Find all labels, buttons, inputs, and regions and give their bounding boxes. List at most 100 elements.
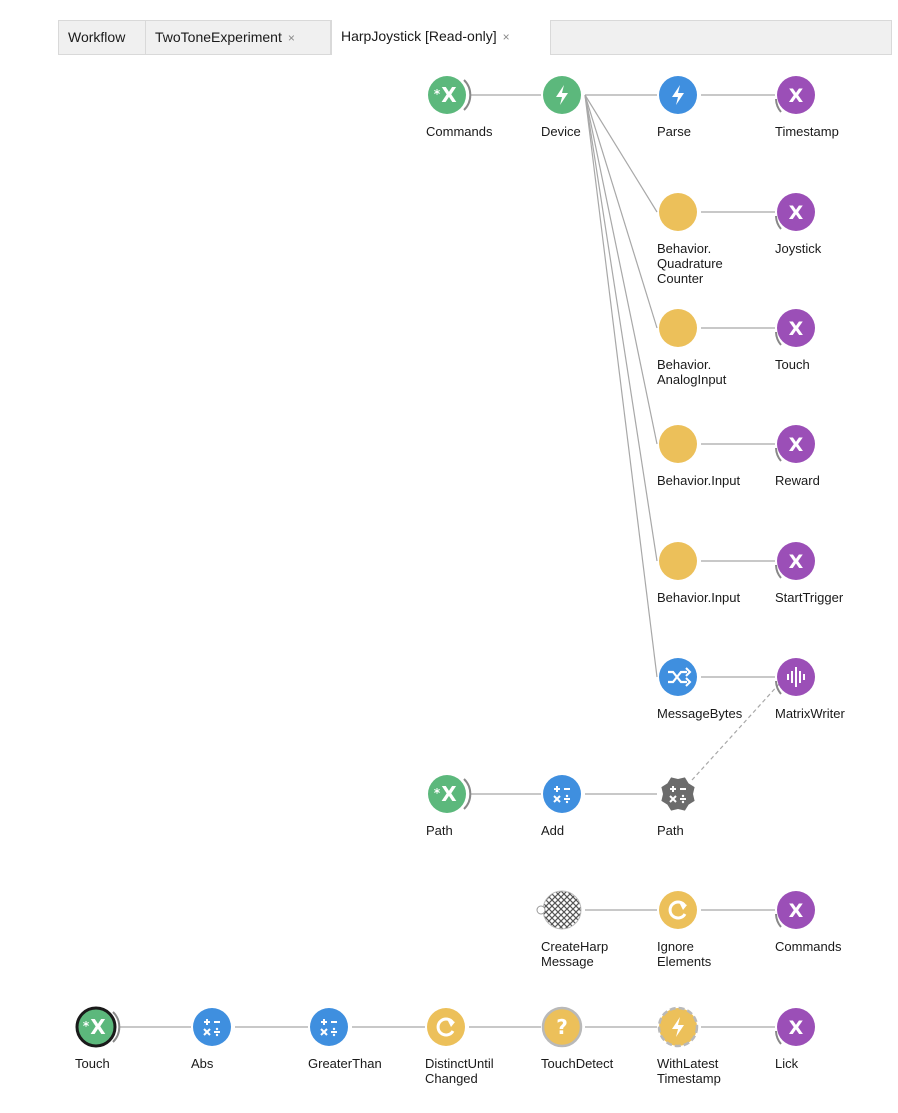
node-label: DistinctUntil Changed xyxy=(425,1056,494,1086)
tab-workflow[interactable]: Workflow xyxy=(59,21,146,54)
node-label: Abs xyxy=(191,1056,214,1071)
svg-text:X: X xyxy=(441,782,457,806)
node-variable-icon: X xyxy=(789,1017,804,1039)
touch-source-node[interactable]: X* xyxy=(75,1006,121,1048)
svg-text:X: X xyxy=(789,202,804,224)
node-label: Joystick xyxy=(775,241,822,256)
node-label: Add xyxy=(541,823,565,838)
node-label: Path xyxy=(426,823,453,838)
node-label: Behavior.Input xyxy=(657,473,741,488)
start-trigger-node[interactable]: X xyxy=(775,542,815,580)
svg-text:*: * xyxy=(434,786,441,800)
node-label: Path xyxy=(657,823,684,838)
node-label: Ignore Elements xyxy=(657,939,712,969)
node-label: Reward xyxy=(775,473,820,488)
svg-text:X: X xyxy=(789,85,804,107)
node-variable-icon: X xyxy=(789,551,804,573)
close-icon[interactable]: × xyxy=(502,30,510,44)
node-label: MatrixWriter xyxy=(775,706,845,721)
node-math-icon xyxy=(553,786,570,804)
node-label: WithLatest Timestamp xyxy=(657,1056,721,1086)
node-wave-icon xyxy=(787,667,805,687)
node-label: Parse xyxy=(657,124,691,139)
node-variable-icon: X xyxy=(789,85,804,107)
parse-node[interactable] xyxy=(659,76,697,114)
node-variable-icon: X xyxy=(789,318,804,340)
node-bolt-icon xyxy=(672,1017,684,1037)
timestamp-node[interactable]: X xyxy=(775,76,815,114)
node-label: CreateHarp Message xyxy=(541,939,609,969)
svg-text:X: X xyxy=(90,1015,106,1039)
tab-harp-joystick[interactable]: HarpJoystick [Read-only]× xyxy=(331,20,551,55)
node-bolt-icon xyxy=(672,85,684,105)
touch-detect-node[interactable]: ? xyxy=(541,1006,583,1048)
abs-node[interactable] xyxy=(193,1008,231,1046)
svg-text:X: X xyxy=(789,434,804,456)
node-shuffle-icon xyxy=(668,667,692,687)
edge-device-input2 xyxy=(584,94,658,562)
node-label: MessageBytes xyxy=(657,706,743,721)
node-variable-icon: X* xyxy=(83,1015,106,1039)
svg-text:X: X xyxy=(441,83,457,107)
tab-label: TwoToneExperiment xyxy=(155,29,282,45)
analog-input-node[interactable] xyxy=(659,309,697,347)
node-label: Commands xyxy=(775,939,842,954)
node-math-icon xyxy=(203,1019,220,1037)
dashed-edge-path_prop-matrix xyxy=(691,682,781,781)
svg-text:*: * xyxy=(434,87,441,101)
lick-node[interactable]: X xyxy=(775,1008,815,1046)
tab-bar: Workflow TwoToneExperiment × HarpJoystick… xyxy=(58,20,892,55)
node-cycle-icon xyxy=(436,1017,455,1037)
behavior-input-node-1[interactable] xyxy=(659,425,697,463)
message-bytes-node[interactable] xyxy=(659,658,697,696)
node-variable-icon: X xyxy=(789,434,804,456)
with-latest-timestamp-node[interactable] xyxy=(657,1006,699,1048)
behavior-input-node-2[interactable] xyxy=(659,542,697,580)
svg-text:X: X xyxy=(789,551,804,573)
path-source-node[interactable]: X* xyxy=(428,775,472,813)
quadrature-counter-node[interactable] xyxy=(659,193,697,231)
svg-text:X: X xyxy=(789,900,804,922)
node-label: GreaterThan xyxy=(308,1056,382,1071)
node-label: Behavior.Input xyxy=(657,590,741,605)
node-label: Lick xyxy=(775,1056,799,1071)
create-harp-message-node[interactable] xyxy=(536,890,582,930)
tab-label: Workflow xyxy=(68,29,126,45)
node-label: Touch xyxy=(75,1056,110,1071)
node-bolt-icon xyxy=(556,85,568,105)
svg-text:*: * xyxy=(83,1019,90,1033)
node-label: Touch xyxy=(775,357,810,372)
svg-text:?: ? xyxy=(556,1015,568,1039)
device-node[interactable] xyxy=(543,76,581,114)
edge-device-input1 xyxy=(584,94,658,445)
node-label: StartTrigger xyxy=(775,590,844,605)
node-math-icon xyxy=(320,1019,337,1037)
path-property-node[interactable] xyxy=(661,777,695,811)
edge-device-analog xyxy=(584,94,658,329)
node-cycle-icon xyxy=(668,900,687,920)
commands-output-node[interactable]: X xyxy=(775,891,815,929)
tab-two-tone-experiment[interactable]: TwoToneExperiment × xyxy=(146,21,331,54)
node-math-icon xyxy=(669,786,686,804)
greater-than-node[interactable] xyxy=(310,1008,348,1046)
joystick-node[interactable]: X xyxy=(775,193,815,231)
touch-output-node[interactable]: X xyxy=(775,309,815,347)
ignore-elements-node[interactable] xyxy=(659,891,697,929)
distinct-until-changed-node[interactable] xyxy=(427,1008,465,1046)
node-label: Device xyxy=(541,124,581,139)
node-label: Commands xyxy=(426,124,493,139)
edge-device-quad xyxy=(584,94,658,213)
node-variable-icon: X* xyxy=(434,782,457,806)
node-variable-icon: X xyxy=(789,900,804,922)
matrix-writer-node[interactable] xyxy=(775,658,815,696)
svg-text:X: X xyxy=(789,1017,804,1039)
commands-source-node[interactable]: X* xyxy=(428,76,472,114)
edge-device-msgbytes xyxy=(584,94,658,678)
svg-text:X: X xyxy=(789,318,804,340)
reward-node[interactable]: X xyxy=(775,425,815,463)
close-icon[interactable]: × xyxy=(287,31,295,45)
node-label: Behavior. AnalogInput xyxy=(657,357,727,387)
add-node[interactable] xyxy=(543,775,581,813)
